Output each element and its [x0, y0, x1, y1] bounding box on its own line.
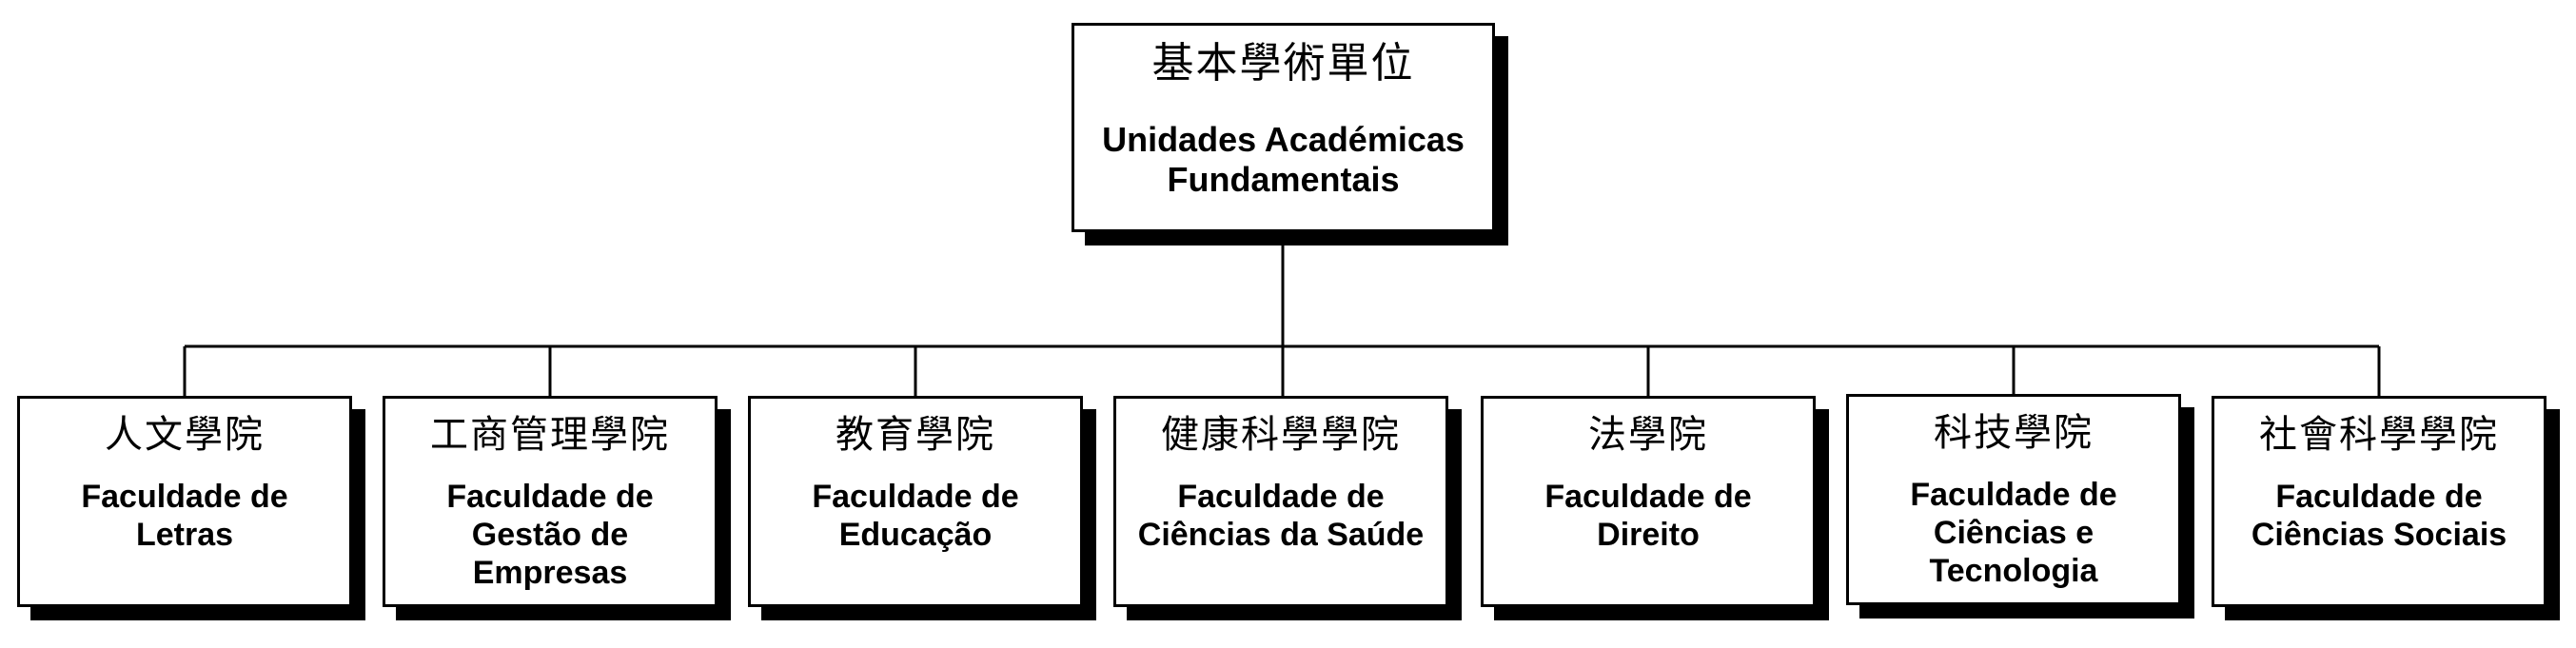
node-faculty-letras: 人文學院 Faculdade de Letras	[17, 396, 352, 607]
root-node-academic-units: 基本學術單位 Unidades Académicas Fundamentais	[1072, 23, 1495, 232]
faculty-title-zh: 人文學院	[105, 413, 265, 457]
faculty-title-pt: Faculdade de Ciências Sociais	[2251, 479, 2507, 553]
faculty-title-zh: 法學院	[1588, 413, 1708, 457]
node-faculty-direito: 法學院 Faculdade de Direito	[1481, 396, 1816, 607]
node-faculty-ciencias-saude: 健康科學學院 Faculdade de Ciências da Saúde	[1113, 396, 1448, 607]
faculty-title-pt: Faculdade de Educação	[812, 479, 1019, 553]
faculty-title-zh: 教育學院	[836, 413, 995, 457]
node-faculty-educacao: 教育學院 Faculdade de Educação	[748, 396, 1083, 607]
node-faculty-ciencias-tecnologia: 科技學院 Faculdade de Ciências e Tecnologia	[1846, 394, 2181, 605]
faculty-title-pt: Faculdade de Direito	[1544, 479, 1752, 553]
faculty-title-pt: Faculdade de Gestão de Empresas	[446, 479, 654, 591]
faculty-title-pt: Faculdade de Letras	[81, 479, 288, 553]
faculty-title-zh: 健康科學學院	[1161, 413, 1401, 457]
root-title-pt: Unidades Académicas Fundamentais	[1102, 119, 1465, 199]
faculty-title-zh: 工商管理學院	[430, 413, 670, 457]
faculty-title-pt: Faculdade de Ciências da Saúde	[1137, 479, 1425, 553]
faculty-title-zh: 科技學院	[1934, 411, 2094, 455]
faculty-title-zh: 社會科學學院	[2259, 413, 2499, 457]
node-faculty-ciencias-sociais: 社會科學學院 Faculdade de Ciências Sociais	[2212, 396, 2547, 607]
faculty-title-pt: Faculdade de Ciências e Tecnologia	[1910, 477, 2117, 589]
root-title-zh: 基本學術單位	[1151, 39, 1415, 88]
node-faculty-gestao-empresas: 工商管理學院 Faculdade de Gestão de Empresas	[383, 396, 718, 607]
